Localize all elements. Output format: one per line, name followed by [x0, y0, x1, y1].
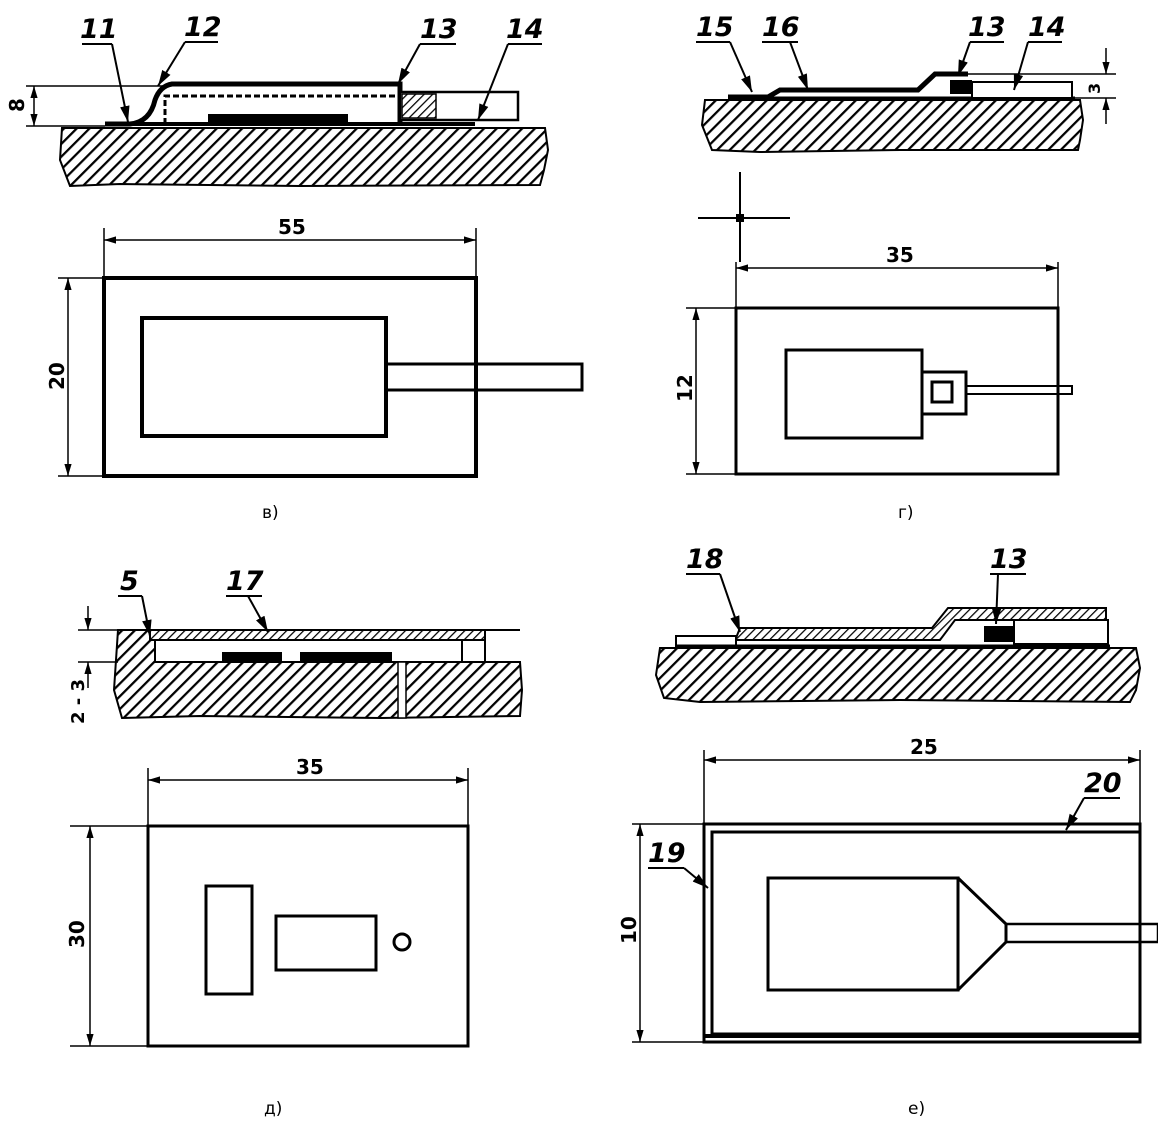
- panel-g-plan-view: 35 12: [673, 172, 1073, 476]
- panel-g-sensor-window: [784, 348, 924, 440]
- panel-g-cable: [971, 81, 1073, 99]
- panel-v-sensor-window: [140, 316, 388, 438]
- panel-d-caption: д): [264, 1099, 282, 1119]
- panel-e: 18 13 25 10 19: [617, 544, 1158, 1119]
- callout-16: 16: [762, 12, 800, 43]
- panel-g-height-dim: 3: [1085, 83, 1104, 94]
- panel-v-section-view: 8 11 12 13 14: [5, 12, 550, 188]
- panel-e-section-view: 18 13: [654, 544, 1142, 704]
- callout-13: 13: [990, 544, 1028, 575]
- callout-13: 13: [968, 12, 1006, 43]
- callout-13: 13: [420, 14, 458, 45]
- panel-e-substrate: [654, 647, 1142, 704]
- panel-g-lead: [965, 385, 1073, 395]
- panel-e-caption: е): [908, 1099, 925, 1119]
- panel-d-electrode-1: [222, 652, 282, 662]
- panel-g-width-dim: 35: [886, 243, 914, 267]
- panel-v-height-dim: 8: [5, 98, 29, 112]
- callout-18: 18: [686, 544, 724, 575]
- panel-d-plan-height-dim: 30: [65, 920, 89, 948]
- callout-5: 5: [120, 566, 139, 597]
- panel-g: 3 15 16 13 14: [673, 12, 1116, 523]
- panel-g-film: [728, 71, 968, 100]
- panel-e-lead: [1004, 922, 1158, 944]
- panel-d-width-dim: 35: [296, 755, 324, 779]
- panel-d-section-view: 2 - 3 5 17: [68, 566, 524, 724]
- callout-20: 20: [1084, 768, 1122, 799]
- panel-d-substrate: [112, 629, 524, 720]
- panel-v-width-dim: 55: [278, 215, 306, 239]
- panel-v: 8 11 12 13 14 55 20: [5, 12, 584, 523]
- panel-v-plan-height-dim: 20: [45, 362, 69, 390]
- panel-v-lead: [384, 362, 584, 392]
- panel-e-sensor-window: [766, 876, 960, 992]
- panel-e-film: [735, 607, 1107, 641]
- panel-v-caption: в): [262, 503, 279, 523]
- callout-14: 14: [1028, 12, 1066, 43]
- panel-g-plan-height-dim: 12: [673, 374, 697, 402]
- panel-d-electrode-pad-1: [204, 884, 254, 996]
- panel-d-film: [149, 629, 486, 641]
- panel-v-substrate: [58, 127, 550, 188]
- callout-15: 15: [696, 12, 734, 43]
- panel-g-section-view: 3 15 16 13 14: [696, 12, 1116, 154]
- panel-d: 2 - 3 5 17 35 30 д): [65, 566, 524, 1119]
- panel-e-frame-20: [710, 830, 1142, 1036]
- callout-17: 17: [226, 566, 264, 597]
- panel-d-plan-view: 35 30: [65, 755, 470, 1048]
- panel-d-vent-hole: [392, 932, 412, 952]
- panel-d-electrode-pad-2: [274, 914, 378, 972]
- panel-g-caption: г): [898, 503, 914, 523]
- panel-e-plan-height-dim: 10: [617, 916, 641, 944]
- panel-d-electrode-2: [300, 652, 392, 662]
- callout-19: 19: [648, 838, 686, 869]
- panel-g-base-plate: [734, 306, 1060, 476]
- panel-d-height-dim: 2 - 3: [68, 679, 89, 724]
- panel-d-base-plate: [146, 824, 470, 1048]
- panel-g-substrate: [700, 99, 1085, 154]
- panel-e-plan-view: 25 10 19 20: [617, 735, 1158, 1044]
- panel-e-cable: [1013, 619, 1109, 645]
- callout-11: 11: [80, 14, 118, 45]
- panel-v-sensor-film: [208, 114, 348, 125]
- panel-v-plan-view: 55 20: [45, 215, 584, 478]
- panel-v-base-plate: [102, 276, 478, 478]
- panel-e-taper: [956, 876, 1008, 992]
- panel-e-width-dim: 25: [910, 735, 938, 759]
- callout-14: 14: [506, 14, 544, 45]
- panel-g-pad: [920, 370, 968, 416]
- callout-12: 12: [184, 12, 222, 43]
